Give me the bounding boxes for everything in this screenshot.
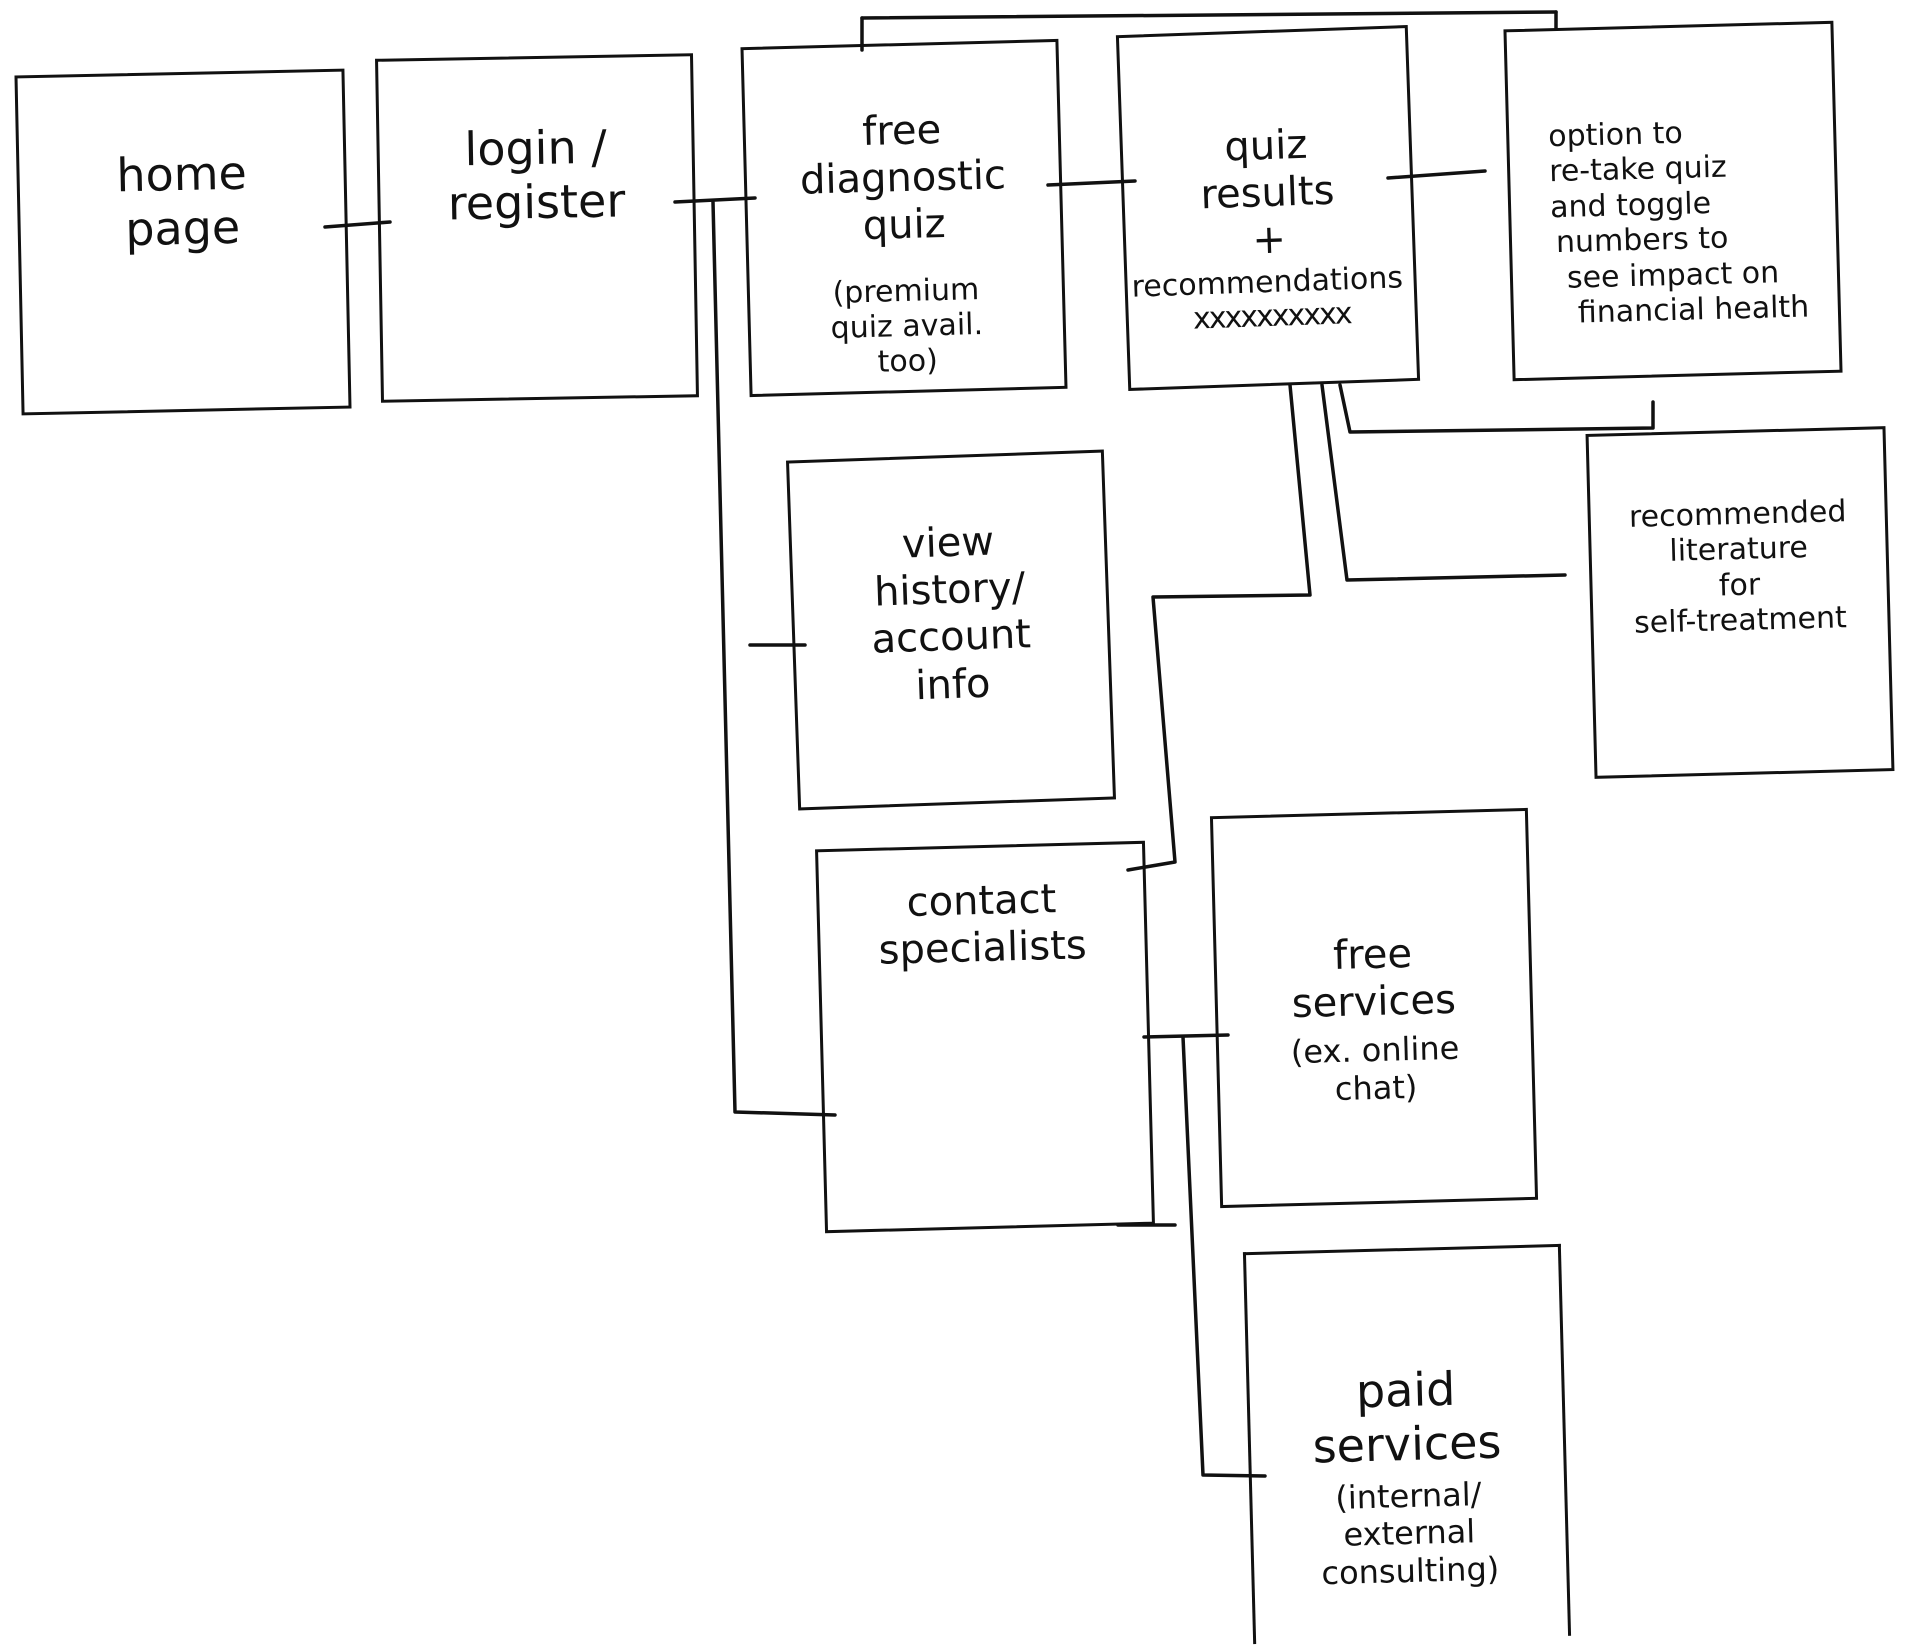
paid-services-box: paid services (internal/ external consul… xyxy=(1242,1243,1572,1645)
free-services-line-2: services xyxy=(1291,977,1457,1028)
login-register-box: login / register xyxy=(375,53,699,403)
paid-services-note: (internal/ external consulting) xyxy=(1266,1474,1553,1595)
login-line-1: login / xyxy=(464,119,608,177)
connector-login-branch xyxy=(673,196,757,204)
contact-line-2: specialists xyxy=(878,922,1088,974)
connector-quiz-results xyxy=(1046,179,1137,187)
connector-home-login xyxy=(323,220,392,229)
contact-line-1: contact xyxy=(906,876,1057,926)
quiz-note: (premium quiz avail. too) xyxy=(764,270,1051,384)
connector-results-literature xyxy=(1320,383,1567,582)
literature-line-4: self-treatment xyxy=(1633,600,1848,641)
free-services-note: (ex. online chat) xyxy=(1233,1029,1519,1112)
quiz-line-3: quiz xyxy=(862,201,947,250)
paid-services-line-2: services xyxy=(1311,1414,1503,1474)
paid-services-line-1: paid xyxy=(1355,1361,1456,1419)
crossed-out-scribble: xxxxxxxxxx xyxy=(1192,296,1352,337)
retake-quiz-box: option to re-take quiz and toggle number… xyxy=(1503,20,1843,382)
home-line-2: page xyxy=(124,200,241,257)
literature-line-1: recommended xyxy=(1628,494,1847,535)
view-history-box: view history/ account info xyxy=(785,449,1117,811)
quiz-results-box: quiz results + recommendations xxxxxxxxx… xyxy=(1115,25,1421,391)
quiz-line-1: free xyxy=(861,107,942,156)
free-services-line-1: free xyxy=(1332,930,1413,980)
connector-results-retake xyxy=(1386,169,1487,180)
home-page-box: home page xyxy=(14,68,352,416)
paid-services-note-3: consulting) xyxy=(1320,1549,1500,1593)
connector-top-bridge xyxy=(860,10,1558,20)
free-services-note-2: chat) xyxy=(1334,1068,1418,1109)
quiz-line-2: diagnostic xyxy=(799,152,1007,204)
retake-line-6: financial health xyxy=(1577,289,1810,331)
free-quiz-box: free diagnostic quiz (premium quiz avail… xyxy=(740,38,1068,398)
history-line-4: info xyxy=(914,660,992,709)
quiz-note-3: too) xyxy=(877,343,939,381)
free-services-box: free services (ex. online chat) xyxy=(1209,807,1539,1209)
connector-results-retake-bottom xyxy=(1338,383,1655,434)
contact-specialists-box: contact specialists xyxy=(815,840,1155,1234)
connector-branch-contact xyxy=(711,200,837,1117)
connector-contact-free xyxy=(1142,1033,1230,1039)
connector-results-contact xyxy=(1126,383,1312,872)
recommended-literature-box: recommended literature for self-treatmen… xyxy=(1585,426,1895,779)
login-line-2: register xyxy=(447,173,626,231)
connector-contact-paid xyxy=(1181,1035,1267,1478)
home-line-1: home xyxy=(115,145,248,203)
